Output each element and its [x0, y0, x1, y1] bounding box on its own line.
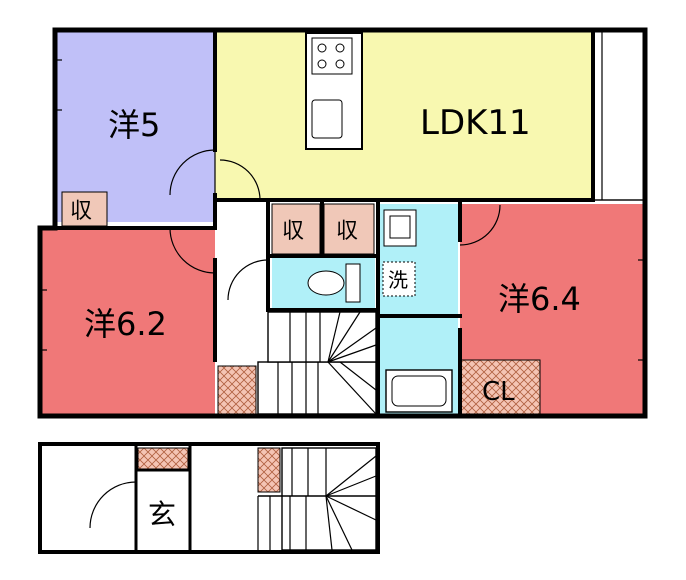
entrance-hatch [137, 447, 189, 471]
laundry-box [382, 261, 416, 297]
label-western-62: 洋6.2 [84, 305, 167, 343]
washbasin [383, 209, 417, 247]
stair-hatch [217, 365, 257, 417]
label-entrance: 玄 [148, 498, 176, 531]
stairs-upper [257, 311, 377, 415]
label-storage-a: 収 [282, 219, 304, 244]
closet-hatch [459, 359, 541, 417]
label-laundry: 洗 [388, 268, 408, 292]
label-closet: CL [482, 377, 515, 407]
kitchen-counter [305, 32, 363, 150]
label-western-5: 洋5 [108, 106, 160, 144]
windows-upper [40, 59, 645, 361]
bathtub [385, 369, 453, 413]
room-western-5 [55, 30, 215, 222]
label-ldk: LDK11 [420, 103, 531, 143]
label-storage-w5: 収 [70, 199, 92, 224]
label-western-64: 洋6.4 [498, 280, 581, 318]
balcony [592, 29, 646, 201]
stair-hatch-lower [257, 447, 281, 493]
room-ldk [215, 30, 593, 200]
door-entrance [89, 481, 137, 529]
toilet-fixture [307, 263, 361, 303]
doors-upper [169, 149, 501, 301]
room-western-62 [40, 228, 215, 416]
stairs-lower [257, 447, 377, 551]
label-storage-b: 収 [336, 219, 358, 244]
